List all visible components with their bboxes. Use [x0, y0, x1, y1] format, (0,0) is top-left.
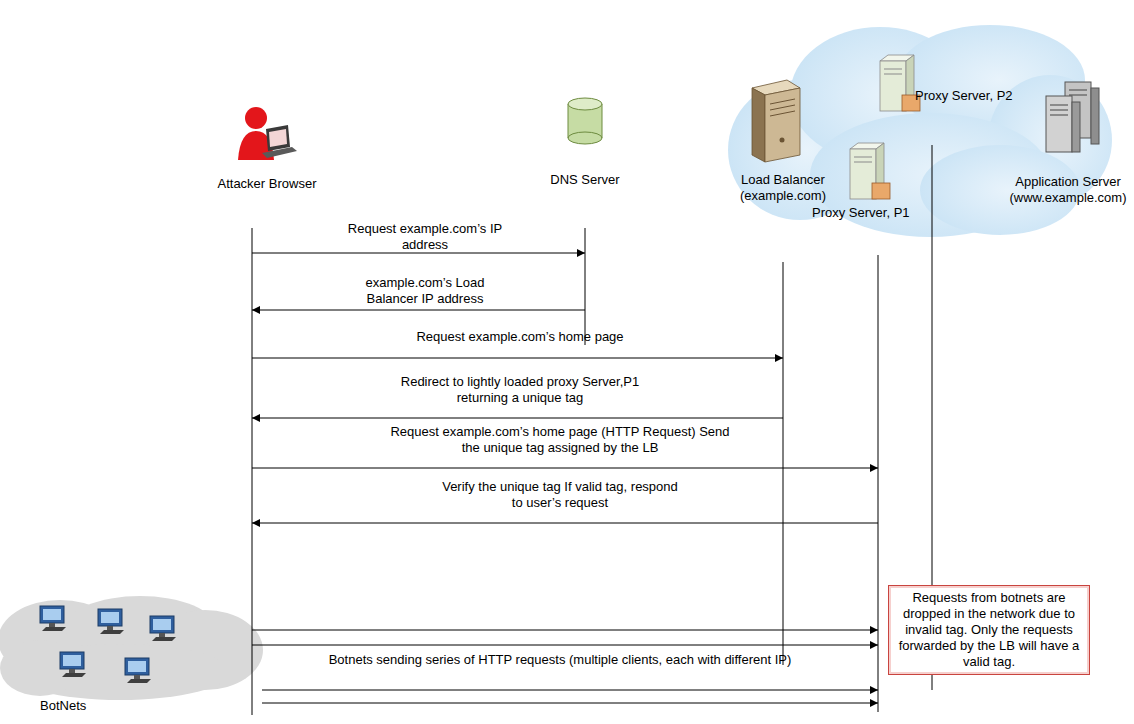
dns-server-icon [568, 98, 602, 144]
message-arrow [252, 253, 585, 254]
node-label: Attacker Browser [192, 176, 342, 192]
load-balancer-icon [752, 80, 800, 162]
proxy-server-icon [880, 55, 920, 111]
message-label: Request example.com’s IP address [338, 221, 513, 253]
actor-label: Application Server (www.example.com) [1006, 174, 1130, 206]
application-server-icon [1046, 82, 1099, 152]
proxy-server-icon [850, 143, 890, 199]
message-label: Request example.com’s home page [360, 329, 680, 345]
attacker-icon [238, 107, 297, 160]
note-box: Requests from botnets are dropped in the… [888, 585, 1090, 675]
message-arrow [252, 468, 878, 469]
message-arrow [252, 418, 783, 419]
actor-label: Proxy Server, P1 [812, 205, 947, 221]
actor-label: Load Balancer (example.com) [726, 172, 840, 204]
botnet-computers [40, 606, 176, 683]
node-label: Application Server (www.example.com) [1006, 174, 1130, 206]
actor-label: DNS Server [530, 172, 640, 188]
node-label: DNS Server [530, 172, 640, 188]
message-arrow [252, 523, 878, 524]
message-label: Request example.com’s home page (HTTP Re… [385, 424, 735, 456]
message-arrow [252, 358, 783, 359]
actor-label: Attacker Browser [192, 176, 342, 192]
message-label: example.com’s Load Balancer IP address [350, 275, 500, 307]
note-text: Requests from botnets are dropped in the… [895, 590, 1083, 670]
node-label: Proxy Server, P2 [915, 88, 1050, 104]
actor-label: Proxy Server, P2 [915, 88, 1050, 104]
message-label: Redirect to lightly loaded proxy Server,… [375, 374, 665, 406]
message-arrow [262, 703, 878, 704]
node-label: Load Balancer (example.com) [726, 172, 840, 204]
botnet-cloud [0, 596, 263, 700]
node-label: Proxy Server, P1 [812, 205, 947, 221]
message-arrow [252, 645, 878, 646]
network-cloud [728, 25, 1112, 237]
message-label: Verify the unique tag If valid tag, resp… [440, 479, 680, 511]
botnet-group: BotNets [0, 596, 262, 718]
message-arrow [262, 690, 878, 691]
message-arrow [252, 310, 585, 311]
message-label: Botnets sending series of HTTP requests … [300, 652, 820, 668]
node-label: BotNets [40, 698, 262, 714]
lifelines [252, 145, 932, 715]
message-arrow [252, 630, 878, 631]
